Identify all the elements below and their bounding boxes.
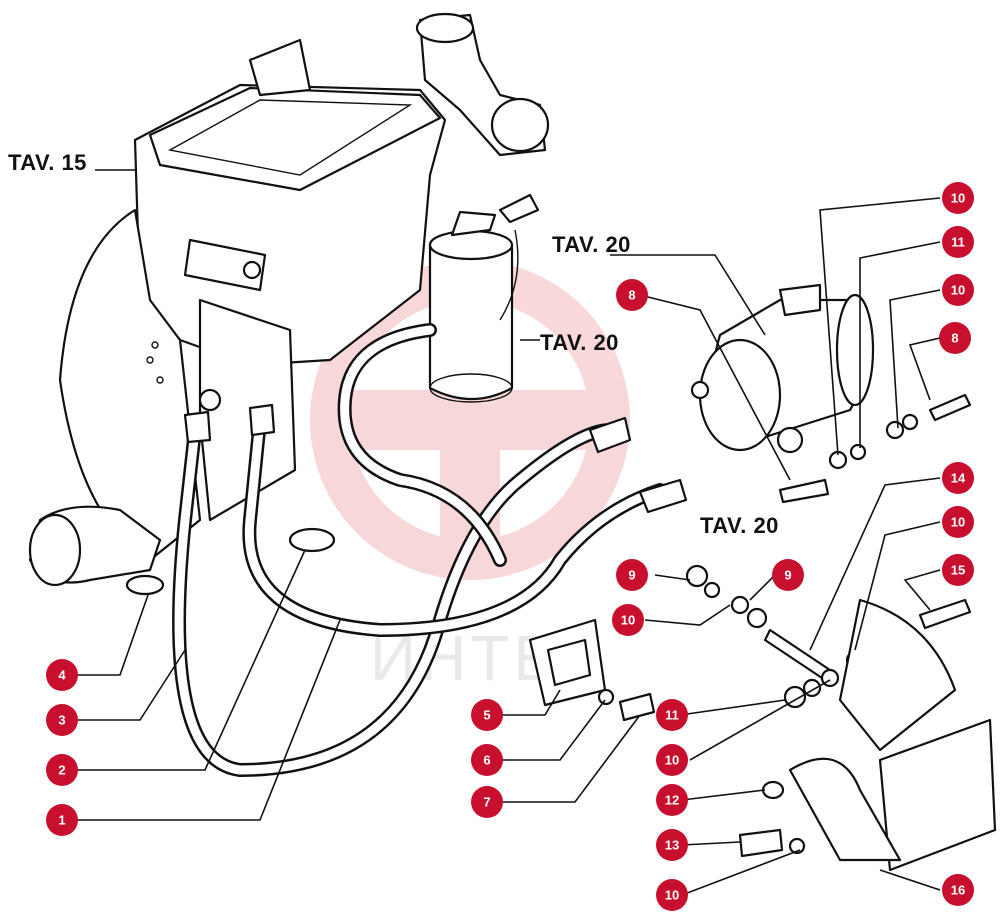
callout-number: 5	[483, 708, 490, 723]
callout-number: 8	[628, 288, 635, 303]
callout-10: 10	[942, 506, 974, 538]
callout-3: 3	[46, 704, 78, 736]
compressor	[690, 283, 875, 454]
callout-marker	[46, 659, 78, 691]
callout-marker	[942, 462, 974, 494]
callout-number: 11	[951, 235, 965, 250]
reference-labels: TAV. 15 TAV. 20 TAV. 20 TAV. 20	[8, 150, 779, 538]
callout-marker	[612, 604, 644, 636]
callout-7: 7	[471, 786, 503, 818]
callout-4: 4	[46, 659, 78, 691]
receiver-drier	[428, 193, 540, 403]
callout-5: 5	[471, 699, 503, 731]
callout-1: 1	[46, 804, 78, 836]
grommet-4	[125, 574, 165, 596]
callout-number: 10	[951, 515, 965, 530]
callout-number: 13	[665, 838, 679, 853]
callout-number: 15	[951, 563, 965, 578]
callout-9: 9	[772, 559, 804, 591]
callout-number: 9	[628, 568, 635, 583]
callout-marker	[772, 559, 804, 591]
callout-number: 2	[58, 763, 65, 778]
callout-marker	[942, 874, 974, 906]
callout-10: 10	[656, 879, 688, 911]
callout-8: 8	[939, 322, 971, 354]
callout-marker	[942, 554, 974, 586]
callout-8: 8	[616, 279, 648, 311]
mounting-bracket	[738, 598, 997, 872]
ref-tav20-mid: TAV. 20	[540, 330, 619, 355]
callout-marker	[939, 322, 971, 354]
callout-marker	[942, 226, 974, 258]
callout-marker	[616, 279, 648, 311]
ref-tav20-top: TAV. 20	[552, 232, 631, 257]
callout-number: 9	[784, 568, 791, 583]
callout-marker	[46, 804, 78, 836]
grommet-2	[288, 527, 336, 553]
callout-number: 11	[665, 708, 679, 723]
callout-marker	[46, 754, 78, 786]
washer-6	[597, 688, 615, 706]
callout-marker	[471, 786, 503, 818]
callout-number: 7	[483, 795, 490, 810]
callout-marker	[942, 182, 974, 214]
callout-marker	[616, 559, 648, 591]
leader-lines	[75, 169, 941, 896]
refrigerant-hoses	[172, 323, 688, 777]
callout-2: 2	[46, 754, 78, 786]
heater-unit	[28, 12, 550, 587]
callout-marker	[942, 274, 974, 306]
callout-9: 9	[616, 559, 648, 591]
callout-12: 12	[656, 784, 688, 816]
callout-number: 3	[58, 713, 65, 728]
callout-number: 12	[665, 793, 679, 808]
callout-15: 15	[942, 554, 974, 586]
callout-marker	[942, 506, 974, 538]
callout-number: 16	[951, 883, 965, 898]
callout-10: 10	[656, 744, 688, 776]
callout-number: 10	[951, 191, 965, 206]
callout-14: 14	[942, 462, 974, 494]
callout-number: 10	[621, 613, 635, 628]
callout-number: 10	[665, 888, 679, 903]
callout-number: 10	[951, 283, 965, 298]
callout-13: 13	[656, 829, 688, 861]
callout-10: 10	[942, 182, 974, 214]
callout-number: 4	[58, 668, 66, 683]
callout-number: 1	[58, 813, 65, 828]
ref-tav15: TAV. 15	[8, 150, 87, 175]
callout-number: 8	[951, 331, 958, 346]
callout-marker	[656, 784, 688, 816]
callout-number: 6	[483, 753, 490, 768]
bolt-7	[618, 692, 656, 722]
callout-16: 16	[942, 874, 974, 906]
callout-marker	[656, 829, 688, 861]
callout-marker	[46, 704, 78, 736]
callout-number: 10	[665, 753, 679, 768]
callout-6: 6	[471, 744, 503, 776]
callout-marker	[471, 744, 503, 776]
callout-marker	[471, 699, 503, 731]
callout-10: 10	[942, 274, 974, 306]
callout-marker	[656, 744, 688, 776]
callout-number: 14	[951, 471, 966, 486]
callout-marker	[656, 699, 688, 731]
clip-5	[528, 618, 607, 707]
ref-tav20-low: TAV. 20	[700, 513, 779, 538]
callout-10: 10	[612, 604, 644, 636]
callout-11: 11	[942, 226, 974, 258]
callout-11: 11	[656, 699, 688, 731]
callout-marker	[656, 879, 688, 911]
